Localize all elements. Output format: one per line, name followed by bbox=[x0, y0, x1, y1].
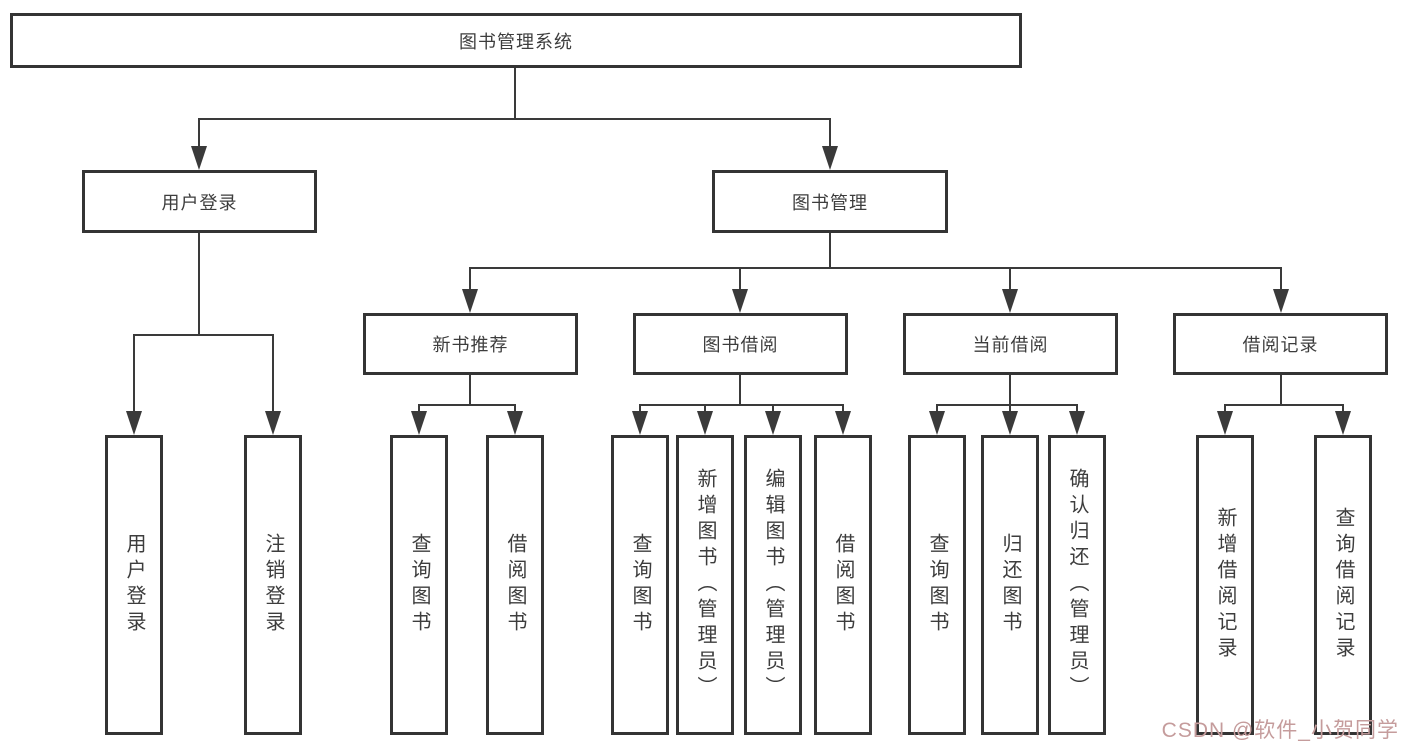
node-book-borrowing: 图书借阅 bbox=[633, 313, 848, 375]
arrowhead-down-icon bbox=[1002, 289, 1018, 313]
leaf-edit-book-admin: 编辑图书（管理员） bbox=[744, 435, 802, 735]
leaf-user-login: 用户登录 bbox=[105, 435, 163, 735]
arrowhead-down-icon bbox=[822, 146, 838, 170]
connector-line-horizontal bbox=[936, 404, 1078, 406]
csdn-watermark: CSDN @软件_小贺同学 bbox=[1161, 719, 1399, 742]
arrowhead-down-icon bbox=[697, 411, 713, 435]
arrowhead-down-icon bbox=[1002, 411, 1018, 435]
leaf-borrow-books: 借阅图书 bbox=[814, 435, 872, 735]
node-label: 查询图书 bbox=[926, 533, 948, 637]
node-label: 查询图书 bbox=[629, 533, 651, 637]
leaf-query-books-recommend: 查询图书 bbox=[390, 435, 448, 735]
connector-line-vertical bbox=[418, 406, 420, 413]
leaf-query-books-current: 查询图书 bbox=[908, 435, 966, 735]
connector-line-vertical bbox=[829, 233, 831, 269]
node-label: 注销登录 bbox=[262, 533, 284, 637]
node-label: 借阅记录 bbox=[1242, 335, 1319, 355]
connector-line-vertical bbox=[198, 233, 200, 336]
arrowhead-down-icon bbox=[265, 411, 281, 435]
node-label: 图书管理 bbox=[792, 192, 868, 213]
connector-line-horizontal bbox=[469, 267, 1282, 269]
node-label: 归还图书 bbox=[999, 533, 1021, 637]
arrowhead-down-icon bbox=[462, 289, 478, 313]
connector-line-vertical bbox=[1076, 406, 1078, 413]
connector-line-vertical bbox=[133, 336, 135, 413]
connector-line-vertical bbox=[739, 375, 741, 406]
node-label: 确认归还（管理员） bbox=[1066, 468, 1088, 702]
arrowhead-down-icon bbox=[1335, 411, 1351, 435]
connector-line-vertical bbox=[1009, 406, 1011, 413]
connector-line-vertical bbox=[739, 269, 741, 291]
node-borrowing-records: 借阅记录 bbox=[1173, 313, 1388, 375]
node-label: 新增借阅记录 bbox=[1214, 507, 1236, 663]
connector-line-horizontal bbox=[1224, 404, 1344, 406]
connector-line-vertical bbox=[198, 120, 200, 148]
connector-line-vertical bbox=[772, 406, 774, 413]
node-label: 新增图书（管理员） bbox=[694, 468, 716, 702]
leaf-return-books: 归还图书 bbox=[981, 435, 1039, 735]
node-label: 新书推荐 bbox=[432, 335, 509, 355]
node-label: 图书管理系统 bbox=[459, 31, 573, 52]
connector-line-vertical bbox=[829, 120, 831, 148]
connector-line-horizontal bbox=[418, 404, 516, 406]
leaf-logout: 注销登录 bbox=[244, 435, 302, 735]
connector-line-horizontal bbox=[133, 334, 274, 336]
connector-line-vertical bbox=[272, 336, 274, 413]
connector-line-vertical bbox=[514, 68, 516, 119]
connector-line-vertical bbox=[469, 375, 471, 406]
node-label: 当前借阅 bbox=[972, 335, 1049, 355]
arrowhead-down-icon bbox=[835, 411, 851, 435]
node-label: 查询借阅记录 bbox=[1332, 507, 1354, 663]
connector-line-vertical bbox=[704, 406, 706, 413]
connector-line-vertical bbox=[1342, 406, 1344, 413]
arrowhead-down-icon bbox=[765, 411, 781, 435]
leaf-query-books-borrow: 查询图书 bbox=[611, 435, 669, 735]
arrowhead-down-icon bbox=[191, 146, 207, 170]
connector-line-vertical bbox=[639, 406, 641, 413]
connector-line-vertical bbox=[1009, 269, 1011, 291]
leaf-query-borrow-record: 查询借阅记录 bbox=[1314, 435, 1372, 735]
connector-line-vertical bbox=[1280, 269, 1282, 291]
node-current-borrowing: 当前借阅 bbox=[903, 313, 1118, 375]
arrowhead-down-icon bbox=[732, 289, 748, 313]
node-user-login: 用户登录 bbox=[82, 170, 317, 233]
connector-line-vertical bbox=[1280, 375, 1282, 406]
node-library-management-system: 图书管理系统 bbox=[10, 13, 1022, 68]
connector-line-horizontal bbox=[639, 404, 844, 406]
arrowhead-down-icon bbox=[411, 411, 427, 435]
connector-line-vertical bbox=[842, 406, 844, 413]
arrowhead-down-icon bbox=[126, 411, 142, 435]
node-new-book-recommendation: 新书推荐 bbox=[363, 313, 578, 375]
connector-line-horizontal bbox=[198, 118, 831, 120]
connector-line-vertical bbox=[514, 406, 516, 413]
connector-line-vertical bbox=[936, 406, 938, 413]
node-book-management: 图书管理 bbox=[712, 170, 948, 233]
node-label: 用户登录 bbox=[161, 192, 238, 213]
node-label: 借阅图书 bbox=[504, 533, 526, 637]
node-label: 编辑图书（管理员） bbox=[762, 468, 784, 702]
arrowhead-down-icon bbox=[929, 411, 945, 435]
node-label: 借阅图书 bbox=[832, 533, 854, 637]
leaf-add-book-admin: 新增图书（管理员） bbox=[676, 435, 734, 735]
arrowhead-down-icon bbox=[632, 411, 648, 435]
connector-line-vertical bbox=[469, 269, 471, 291]
node-label: 用户登录 bbox=[123, 533, 145, 637]
arrowhead-down-icon bbox=[1273, 289, 1289, 313]
arrowhead-down-icon bbox=[1069, 411, 1085, 435]
connector-line-vertical bbox=[1009, 375, 1011, 406]
connector-line-vertical bbox=[1224, 406, 1226, 413]
leaf-confirm-return-admin: 确认归还（管理员） bbox=[1048, 435, 1106, 735]
arrowhead-down-icon bbox=[1217, 411, 1233, 435]
node-label: 查询图书 bbox=[408, 533, 430, 637]
leaf-add-borrow-record: 新增借阅记录 bbox=[1196, 435, 1254, 735]
arrowhead-down-icon bbox=[507, 411, 523, 435]
leaf-borrow-books-recommend: 借阅图书 bbox=[486, 435, 544, 735]
node-label: 图书借阅 bbox=[702, 335, 779, 355]
